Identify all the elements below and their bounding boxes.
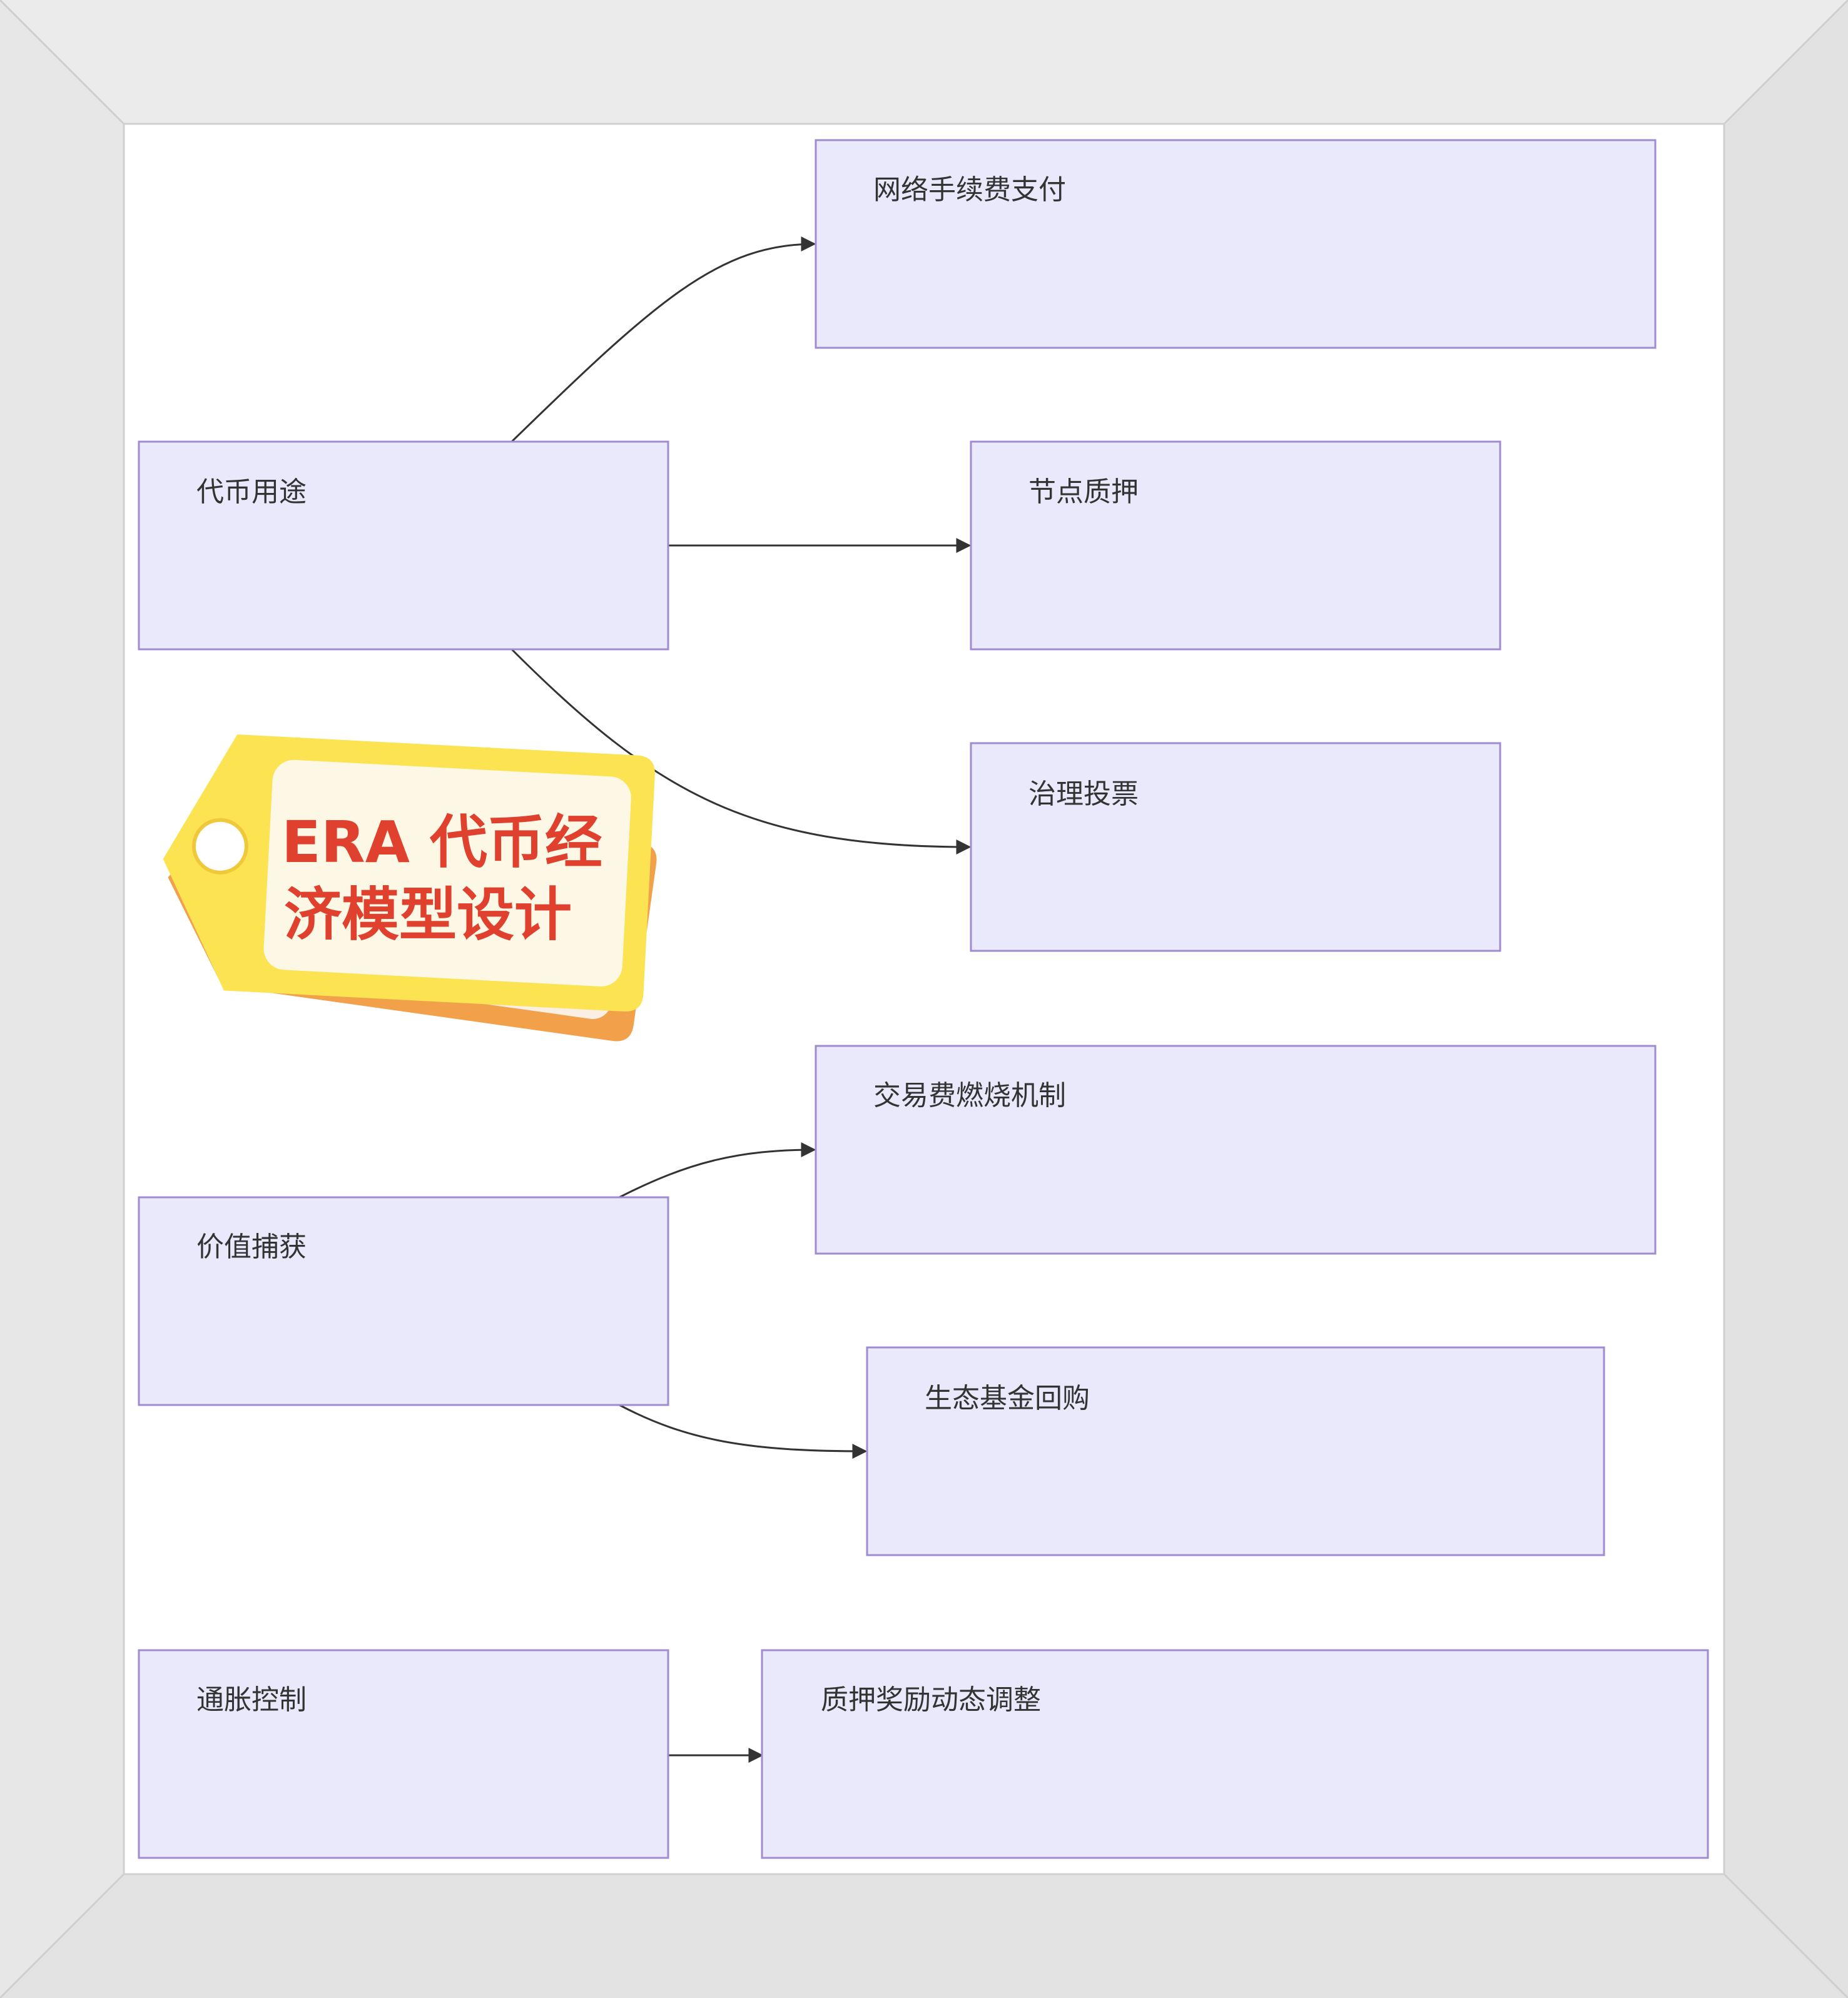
node-staking-reward-adjust-label: 质押奖励动态调整 [821,1684,1041,1716]
node-governance-vote-label: 治理投票 [1028,778,1139,810]
node-value-capture[interactable]: 价值捕获 [138,1196,669,1406]
node-ecosystem-buyback[interactable]: 生态基金回购 [866,1346,1605,1556]
edge-token-use-to-governance-vote [510,648,972,854]
node-node-staking-label: 节点质押 [1028,476,1139,508]
node-value-capture-label: 价值捕获 [196,1231,307,1263]
tag-title-line2: 济模型设计 [284,881,572,948]
tag-front-layer [163,734,655,1012]
title-tag-sticker: ERA 代币经 济模型设计 [163,734,657,1042]
node-fee-burn-label: 交易费燃烧机制 [873,1080,1066,1112]
edge-value-capture-to-ecosystem-buyback [619,1404,868,1459]
tag-title-line1: ERA 代币经 [282,809,602,876]
edge-value-capture-to-fee-burn [619,1142,816,1199]
node-node-staking[interactable]: 节点质押 [970,440,1501,651]
node-governance-vote[interactable]: 治理投票 [970,742,1501,952]
node-fee-burn[interactable]: 交易费燃烧机制 [815,1045,1657,1255]
edge-token-use-to-network-fee [510,236,816,443]
tag-hole-icon [191,818,248,875]
edges [510,236,972,1763]
nodes: 代币用途 网络手续费支付 节点质押 治理投票 交易费燃烧机制 价值捕获 生态基金… [138,139,1709,1859]
node-inflation-control[interactable]: 通胀控制 [138,1649,669,1859]
node-network-fee[interactable]: 网络手续费支付 [815,139,1657,349]
node-token-use[interactable]: 代币用途 [138,440,669,651]
node-staking-reward-adjust[interactable]: 质押奖励动态调整 [761,1649,1709,1859]
node-token-use-label: 代币用途 [196,476,307,508]
node-inflation-control-label: 通胀控制 [196,1684,307,1716]
node-ecosystem-buyback-label: 生态基金回购 [925,1382,1090,1414]
node-network-fee-label: 网络手续费支付 [873,174,1066,206]
